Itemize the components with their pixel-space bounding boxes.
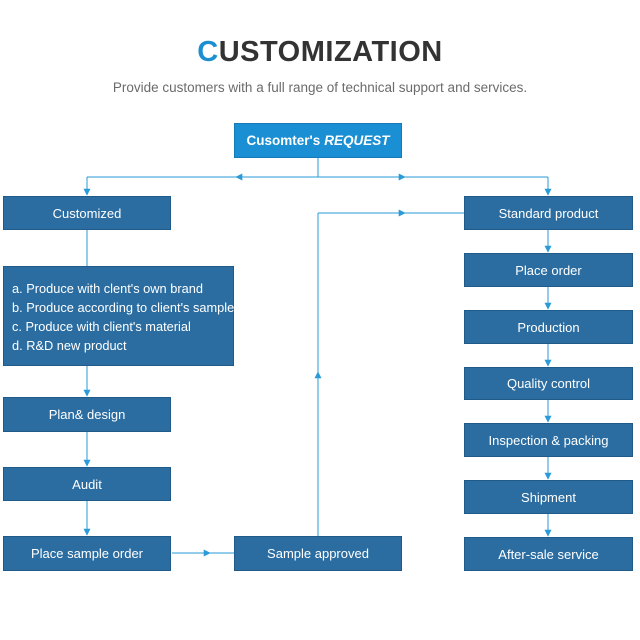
standard-product-box: Standard product [464, 196, 633, 230]
page-subtitle: Provide customers with a full range of t… [112, 80, 528, 95]
after-sale-service-box: After-sale service [464, 537, 633, 571]
option-item-b: b. Produce according to client's sample [12, 300, 235, 315]
option-item-d: d. R&D new product [12, 338, 127, 353]
place-order-box: Place order [464, 253, 633, 287]
title-first-letter: C [197, 36, 219, 68]
place-sample-order-box: Place sample order [3, 536, 171, 571]
option-item-c: c. Produce with client's material [12, 319, 191, 334]
sample-approved-box: Sample approved [234, 536, 402, 571]
audit-box: Audit [3, 467, 171, 501]
production-box: Production [464, 310, 633, 344]
page-title: CUSTOMIZATION [0, 36, 640, 69]
quality-control-box: Quality control [464, 367, 633, 400]
request-label-italic: REQUEST [324, 133, 390, 148]
options-box: a. Produce with clent's own brand b. Pro… [3, 266, 234, 366]
option-item-a: a. Produce with clent's own brand [12, 281, 203, 296]
title-rest: USTOMIZATION [218, 36, 443, 68]
request-label: Cusomter's [246, 133, 321, 148]
shipment-box: Shipment [464, 480, 633, 514]
plan-design-box: Plan& design [3, 397, 171, 432]
customized-box: Customized [3, 196, 171, 230]
inspection-packing-box: Inspection & packing [464, 423, 633, 457]
